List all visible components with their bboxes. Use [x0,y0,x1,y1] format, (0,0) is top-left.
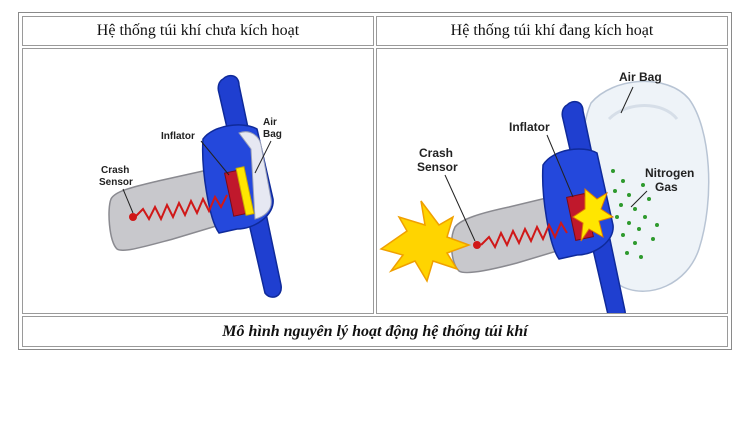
crash-sensor-dot [473,241,481,249]
label-crash-1: Crash [101,165,129,176]
label-inflator: Inflator [509,120,550,134]
steering-column [108,166,234,251]
inflator-explosion [572,187,615,242]
nitrogen-gas-dots [611,169,659,259]
label-air-bag-2: Bag [263,129,282,140]
pointer-air-bag [620,86,634,114]
header-left-text: Hệ thống túi khí chưa kích hoạt [96,22,300,39]
caption-text: Mô hình nguyên lý hoạt động hệ thống túi… [222,322,528,340]
pointer-air-bag [254,140,272,174]
crash-flash [379,200,472,283]
sensor-spring [480,220,568,250]
sensor-spring [134,194,228,222]
inactive-airbag-diagram: Inflator Air Bag Crash Sensor [99,74,282,298]
diagram-cell-active: Air Bag Inflator Crash Sensor Nitrogen G… [376,48,728,314]
pointer-inflator [546,134,574,198]
diagram-table: Hệ thống túi khí chưa kích hoạt Hệ thống… [18,12,732,350]
diagram-cell-inactive: Inflator Air Bag Crash Sensor [22,48,374,314]
active-airbag-diagram: Air Bag Inflator Crash Sensor Nitrogen G… [379,70,710,313]
label-crash-2: Sensor [417,160,458,174]
label-inflator: Inflator [161,131,195,142]
pointer-inflator [200,140,230,176]
label-nitrogen-1: Nitrogen [645,166,694,180]
header-cell-left: Hệ thống túi khí chưa kích hoạt [22,16,374,46]
crash-sensor-dot [129,213,137,221]
header-cell-right: Hệ thống túi khí đang kích hoạt [376,16,728,46]
label-nitrogen-2: Gas [655,180,678,194]
label-crash-1: Crash [419,146,453,160]
pointer-crash-sensor [444,174,476,242]
pointer-nitrogen-gas [630,190,648,208]
pointer-crash-sensor [122,188,134,214]
folded-air-bag [238,131,272,220]
air-bag-highlight [607,104,679,121]
label-air-bag: Air Bag [619,70,662,84]
label-air-bag-1: Air [263,117,277,128]
caption-cell: Mô hình nguyên lý hoạt động hệ thống túi… [22,316,728,347]
inflator-charge [235,166,255,216]
label-crash-2: Sensor [99,177,133,188]
header-right-text: Hệ thống túi khí đang kích hoạt [450,22,654,39]
